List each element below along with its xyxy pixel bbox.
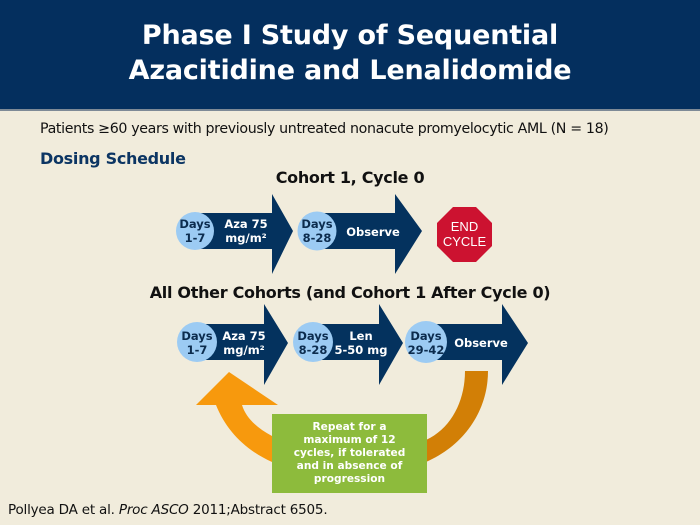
action-label: Aza 75 bbox=[222, 329, 265, 343]
arrow-shape bbox=[312, 304, 403, 385]
stop-sign-icon bbox=[437, 207, 492, 262]
action-label: Observe bbox=[454, 336, 508, 350]
action-label: Observe bbox=[346, 225, 400, 239]
days-label: Days bbox=[301, 217, 332, 231]
end-label: END bbox=[451, 219, 478, 234]
arrow-shape bbox=[196, 194, 293, 274]
section-heading: Dosing Schedule bbox=[40, 149, 186, 168]
cohort1-step-1: Days 1-7 Aza 75 mg/m² bbox=[176, 194, 293, 274]
patient-population-text: Patients ≥60 years with previously untre… bbox=[40, 121, 609, 137]
other-cohorts-step-1: Days 1-7 Aza 75 mg/m² bbox=[177, 304, 288, 385]
days-label: Days bbox=[297, 329, 328, 343]
title-line-2: Azacitidine and Lenalidomide bbox=[128, 55, 572, 86]
days-label: Days bbox=[410, 329, 441, 343]
citation-details: 2011;Abstract 6505. bbox=[188, 502, 328, 518]
days-range: 1-7 bbox=[185, 231, 206, 245]
days-circle bbox=[293, 322, 333, 362]
action-dose: mg/m² bbox=[225, 231, 266, 245]
other-cohorts-step-2: Days 8-28 Len 5-50 mg bbox=[293, 304, 403, 385]
days-circle bbox=[177, 322, 217, 362]
action-dose: mg/m² bbox=[223, 343, 264, 357]
citation: Pollyea DA et al. Proc ASCO 2011;Abstrac… bbox=[8, 502, 328, 518]
arrow-shape bbox=[318, 194, 422, 274]
title-line-1: Phase I Study of Sequential bbox=[141, 20, 559, 51]
repeat-cycles-text: Repeat for a maximum of 12 cycles, if to… bbox=[293, 421, 406, 485]
days-range: 29-42 bbox=[408, 343, 445, 357]
repeat-cycles-box: Repeat for a maximum of 12 cycles, if to… bbox=[272, 414, 427, 493]
other-cohorts-heading: All Other Cohorts (and Cohort 1 After Cy… bbox=[149, 283, 551, 302]
days-circle bbox=[297, 211, 337, 251]
arrow-shape bbox=[428, 304, 528, 385]
days-range: 8-28 bbox=[299, 343, 328, 357]
cohort1-heading: Cohort 1, Cycle 0 bbox=[275, 168, 425, 187]
other-cohorts-step-3: Days 29-42 Observe bbox=[405, 304, 528, 385]
cohort1-step-2: Days 8-28 Observe bbox=[297, 194, 422, 274]
cycle-label: CYCLE bbox=[443, 234, 487, 249]
arrow-shape bbox=[198, 304, 288, 385]
citation-authors: Pollyea DA et al. bbox=[8, 502, 119, 518]
action-dose: 5-50 mg bbox=[335, 343, 388, 357]
days-range: 8-28 bbox=[303, 231, 332, 245]
end-cycle-stop-sign: END CYCLE bbox=[437, 207, 492, 262]
action-label: Aza 75 bbox=[224, 217, 267, 231]
days-range: 1-7 bbox=[187, 343, 208, 357]
title-banner: Phase I Study of Sequential Azacitidine … bbox=[0, 0, 700, 111]
citation-journal: Proc ASCO bbox=[118, 502, 189, 518]
days-circle bbox=[405, 321, 447, 363]
action-label: Len bbox=[349, 329, 372, 343]
days-label: Days bbox=[181, 329, 212, 343]
repeat-loop-tail bbox=[426, 371, 488, 462]
days-label: Days bbox=[179, 217, 210, 231]
days-circle bbox=[176, 212, 214, 250]
repeat-loop-return-arrow bbox=[196, 372, 278, 462]
slide-title: Phase I Study of Sequential Azacitidine … bbox=[0, 18, 700, 88]
